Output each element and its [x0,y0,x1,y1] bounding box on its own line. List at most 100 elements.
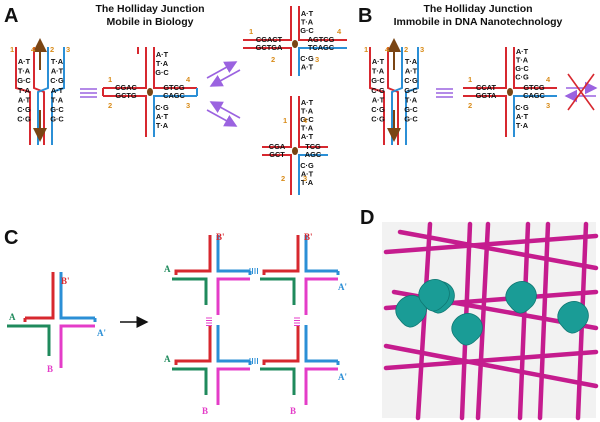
label-b-prime: B' [61,276,70,286]
base-pair: C·G [371,86,385,95]
blocked-equilibrium [564,73,598,111]
lattice-rod [397,229,599,271]
arm-number-3: 3 [420,45,424,54]
base-pair: G·C [50,105,64,114]
base-pair: T·A [405,57,418,66]
panel-a-letter: A [4,5,18,27]
base-pair: A·T [372,95,385,104]
base-pairs-left: A·TT·AG·CT·AA·TC·GC·G [17,57,31,124]
base-pair: A·T [51,86,64,95]
label-b: B [290,406,296,416]
arm-sequence: GTCG [523,83,545,92]
lattice-junction [172,235,252,315]
label-b-prime: B' [216,232,225,242]
base-pair: C·G [404,76,418,85]
equilibrium-arrows-upper [206,61,241,87]
arm-sequence: GCT [269,150,285,159]
arm-number-1: 1 [249,27,253,36]
panel-a-title-2: Mobile in Biology [107,16,194,28]
base-pair: A·T [301,9,314,18]
base-pair: A·T [372,57,385,66]
base-pair: A·T [301,170,314,179]
base-pair: G·C [155,68,169,77]
arm-sequence: CCAT [476,83,496,92]
base-pair: G·C [300,26,314,35]
lattice-junction [260,325,340,405]
panel-a-title-1: The Holliday Junction [95,3,204,15]
lattice-rod [537,221,551,421]
lattice-rod [475,221,491,421]
arm-number-2: 2 [271,55,275,64]
base-pair: T·A [516,56,529,65]
base-pair: T·A [18,67,31,76]
label-a-prime: A' [338,372,347,382]
base-pair: A·T [516,47,529,56]
label-b-prime: B' [304,232,313,242]
arm-number-2: 2 [50,45,54,54]
sticky-end-pairing [294,317,300,326]
sticky-end-pairing [249,358,258,364]
arm-number-4: 4 [546,75,551,84]
base-pair: C·G [371,115,385,124]
arm-number-4: 4 [385,45,390,54]
lattice-junction [172,325,252,405]
base-pair: G·C [50,115,64,124]
cross-out [567,73,595,111]
junction-center [507,88,513,96]
base-pair: G·C [17,76,31,85]
arm-number-4: 4 [186,75,191,84]
arm-number-1: 1 [108,75,112,84]
equilibrium-arrows-lower [206,101,241,127]
arm-sequence: GTCG [163,83,185,92]
arm-sequence: CAGC [163,91,185,100]
panel-b-letter: B [358,5,372,27]
base-pair: A·T [156,112,169,121]
base-pair: A·T [156,50,169,59]
arm-sequence: CGACT [256,35,283,44]
arm-sequence: TCAGC [308,43,335,52]
base-pair: A·T [18,95,31,104]
base-pair: G·C [404,115,418,124]
base-pair: C·G [300,54,314,63]
arm-number-1: 1 [364,45,368,54]
base-pairs-right: T·AA·TC·GA·TT·AG·CG·C [50,57,64,124]
base-pair: C·G [515,103,529,112]
arm-sequence: GCTG [115,91,137,100]
lattice-rod [383,233,599,255]
lattice-rod [415,221,433,421]
base-pair: G·C [404,105,418,114]
junction-center [147,88,153,96]
base-pair: T·A [301,124,314,133]
base-pair: A·T [405,67,418,76]
base-pair: C·G [155,103,169,112]
base-pair: G·C [515,64,529,73]
arm-sequence: AGC [305,150,322,159]
base-pair: A·T [516,112,529,121]
arm-number-3: 3 [186,101,190,110]
panel-c-letter: C [4,227,18,249]
base-pair: G·C [404,86,418,95]
panel-a-open-junction: 1 4 2 3 A·TT·AG·CT·AA·TC·GC·G T·AA·TC·GA… [10,38,70,145]
base-pair: A·T [51,67,64,76]
base-pair: T·A [405,95,418,104]
arm-number-2: 2 [468,101,472,110]
panel-b-open-junction: 1 4 2 3 A·TT·AG·CC·GA·TC·GC·G T·AA·TC·GG… [364,38,424,145]
arm-number-2: 2 [108,101,112,110]
strand-3 [51,47,65,145]
panel-b-title-1: The Holliday Junction [423,3,532,15]
base-pair: C·G [17,105,31,114]
label-b: B [202,406,208,416]
base-pair: G·C [300,115,314,124]
base-pair: C·G [17,115,31,124]
arm-number-4: 4 [337,27,342,36]
junction-center [292,147,298,155]
base-pair: C·G [371,105,385,114]
panel-d: D [360,207,599,421]
label-a-prime: A' [97,328,106,338]
base-pair: T·A [156,59,169,68]
base-pair: T·A [301,178,314,187]
